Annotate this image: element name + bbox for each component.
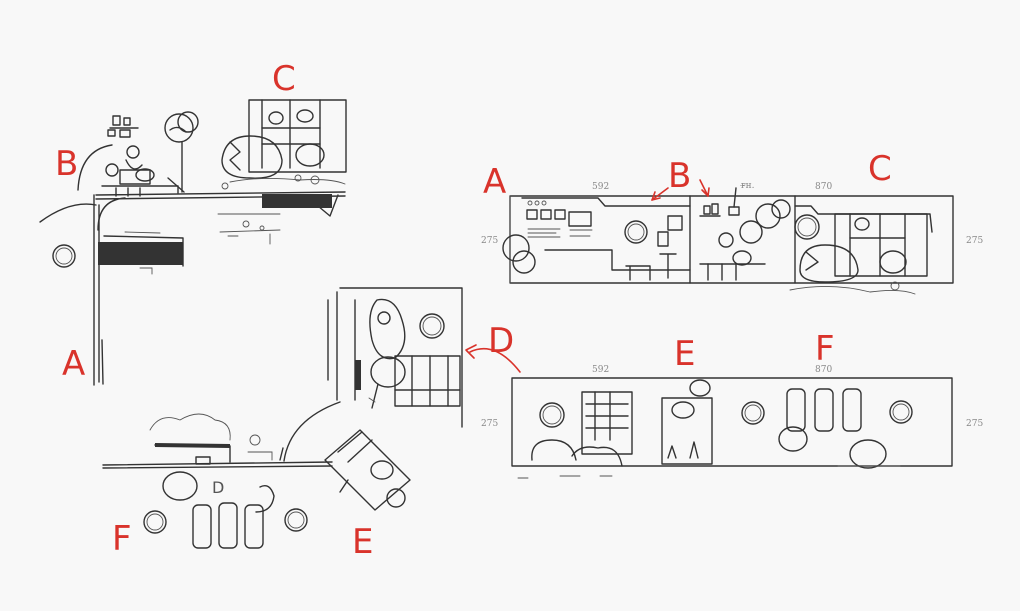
label-e: E [352, 522, 373, 562]
porthole-window [143, 510, 167, 534]
porthole-window [624, 220, 648, 244]
dim-width-1-bottom: 592 [592, 365, 609, 375]
dim-width-1: 592 [592, 182, 609, 192]
label-a-top: A [483, 162, 506, 202]
porthole-window [739, 220, 763, 244]
label-a: A [62, 344, 85, 384]
porthole-window [741, 401, 765, 425]
dim-height-left: 275 [481, 236, 498, 246]
porthole-window [284, 508, 308, 532]
label-c: C [272, 59, 296, 99]
porthole-window [419, 313, 445, 339]
elevation-bottom: 592 870 275 275 E F [481, 329, 983, 479]
floor-plan: D B C A D E F [39, 59, 521, 562]
porthole-window [539, 402, 565, 428]
label-c-top: C [868, 149, 892, 189]
hatched-wall-block [262, 194, 332, 208]
label-b: B [55, 144, 78, 184]
label-f-bottom: F [815, 329, 835, 369]
porthole-window [52, 244, 76, 268]
hatched-wall-block [98, 242, 183, 265]
label-f: F [112, 519, 132, 559]
elevation-top: ꜰ̶ʜ. 592 870 275 275 A B C [481, 149, 983, 295]
dim-height-right-bottom: 275 [966, 419, 983, 429]
fish-tank [661, 397, 713, 465]
porthole-window [889, 400, 913, 424]
dim-width-2: 870 [815, 182, 832, 192]
dim-width-2-bottom: 870 [815, 365, 832, 375]
plan-inner-letter: D [212, 478, 224, 497]
label-b-top: B [668, 156, 691, 196]
elevation-note: ꜰ̶ʜ. [740, 181, 755, 191]
fish-tank [324, 429, 411, 511]
dim-height-right: 275 [966, 236, 983, 246]
label-e-bottom: E [674, 334, 695, 374]
porthole-window [794, 214, 820, 240]
dim-height-left-bottom: 275 [481, 419, 498, 429]
arrow-d [469, 347, 521, 373]
